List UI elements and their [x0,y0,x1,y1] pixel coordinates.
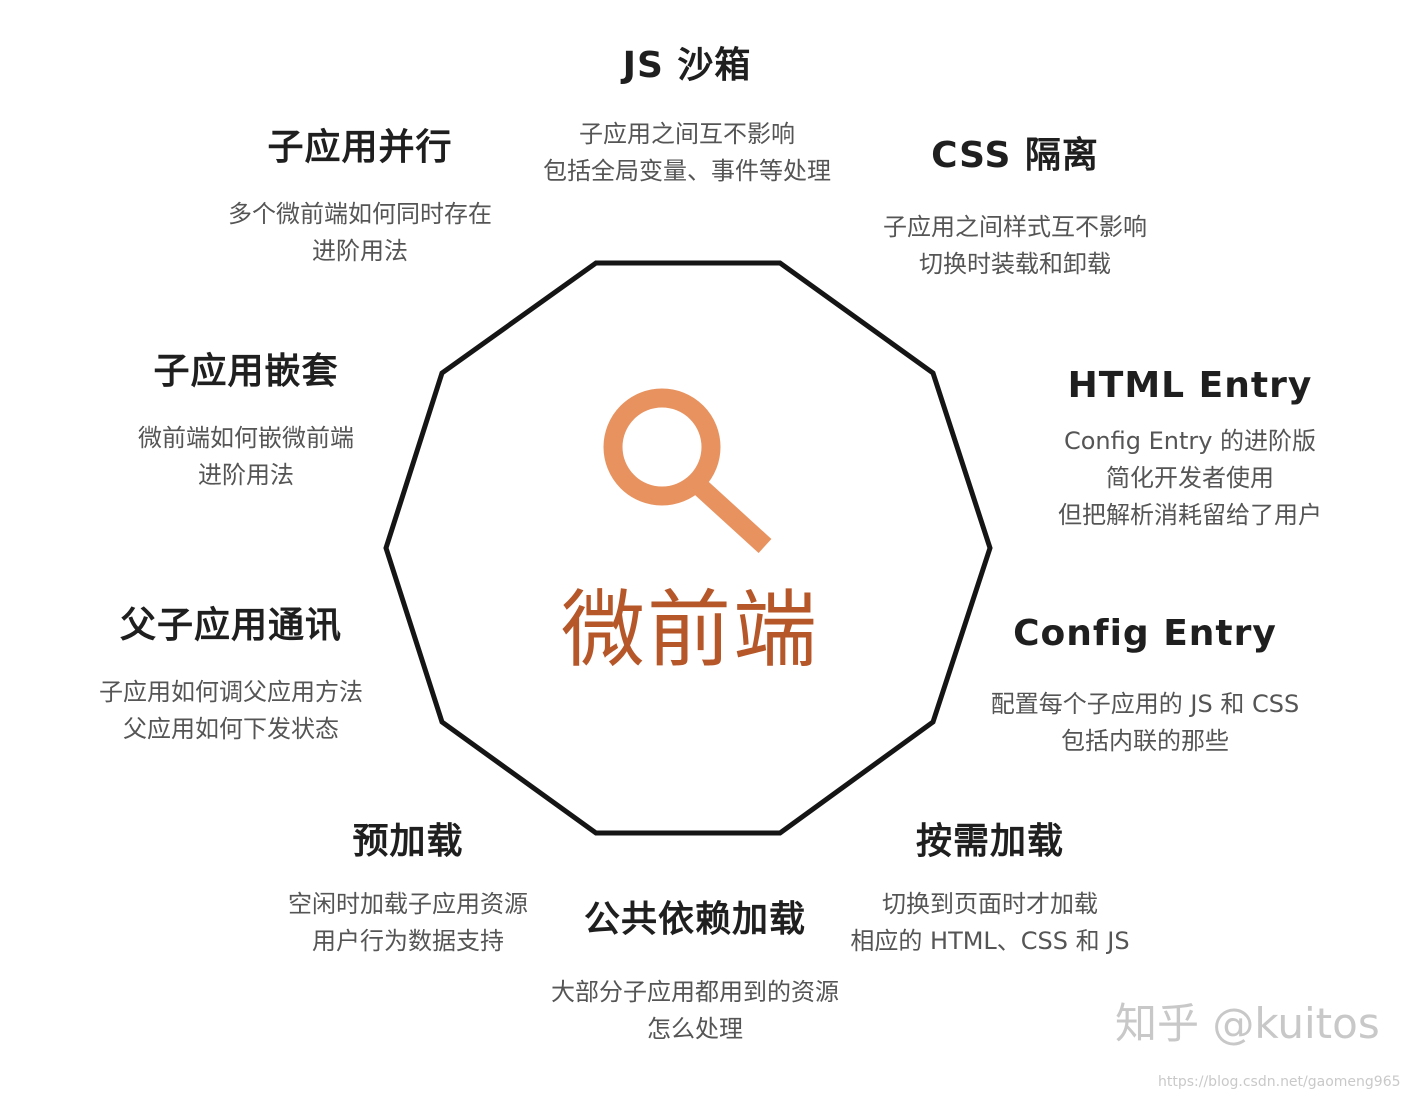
topic-config-entry: Config Entry 配置每个子应用的 JS 和 CSS 包括内联的那些 [960,612,1330,760]
topic-title: Config Entry [1013,613,1277,654]
topic-desc: 子应用之间样式互不影响 切换时装载和卸载 [883,213,1147,278]
topic-nesting: 子应用嵌套 微前端如何嵌微前端 进阶用法 [106,350,386,494]
topic-html-entry: HTML Entry Config Entry 的进阶版 简化开发者使用 但把解… [1030,364,1350,534]
source-url: https://blog.csdn.net/gaomeng965 [1158,1074,1401,1090]
topic-title: 父子应用通讯 [119,605,342,646]
topic-title: 公共依赖加载 [583,899,806,940]
topic-js-sandbox: JS 沙箱 子应用之间互不影响 包括全局变量、事件等处理 [487,44,887,190]
topic-title: HTML Entry [1067,365,1313,406]
topic-desc: Config Entry 的进阶版 简化开发者使用 但把解析消耗留给了用户 [1058,427,1322,529]
topic-common-deps: 公共依赖加载 大部分子应用都用到的资源 怎么处理 [525,898,865,1048]
topic-desc: 多个微前端如何同时存在 进阶用法 [228,200,492,265]
topic-desc: 子应用之间互不影响 包括全局变量、事件等处理 [543,120,831,185]
topic-preload: 预加载 空闲时加载子应用资源 用户行为数据支持 [258,820,558,960]
topic-desc: 切换到页面时才加载 相应的 HTML、CSS 和 JS [850,890,1130,955]
topic-title: 按需加载 [915,821,1064,862]
topic-desc: 空闲时加载子应用资源 用户行为数据支持 [288,890,528,955]
watermark: 知乎 @kuitos [1115,999,1380,1048]
topic-desc: 子应用如何调父应用方法 父应用如何下发状态 [99,678,363,743]
center-title: 微前端 [560,581,819,679]
topic-desc: 配置每个子应用的 JS 和 CSS 包括内联的那些 [990,690,1300,755]
topic-title: CSS 隔离 [931,135,1099,176]
topic-title: JS 沙箱 [622,45,752,86]
topic-on-demand: 按需加载 切换到页面时才加载 相应的 HTML、CSS 和 JS [830,820,1150,960]
topic-title: 子应用并行 [267,127,453,168]
topic-desc: 微前端如何嵌微前端 进阶用法 [138,424,354,489]
topic-communication: 父子应用通讯 子应用如何调父应用方法 父应用如何下发状态 [78,604,384,748]
topic-title: 子应用嵌套 [153,351,339,392]
topic-title: 预加载 [352,821,464,862]
topic-css-isolation: CSS 隔离 子应用之间样式互不影响 切换时装载和卸载 [865,134,1165,283]
topic-desc: 大部分子应用都用到的资源 怎么处理 [551,978,839,1043]
topic-parallel: 子应用并行 多个微前端如何同时存在 进阶用法 [202,126,518,270]
